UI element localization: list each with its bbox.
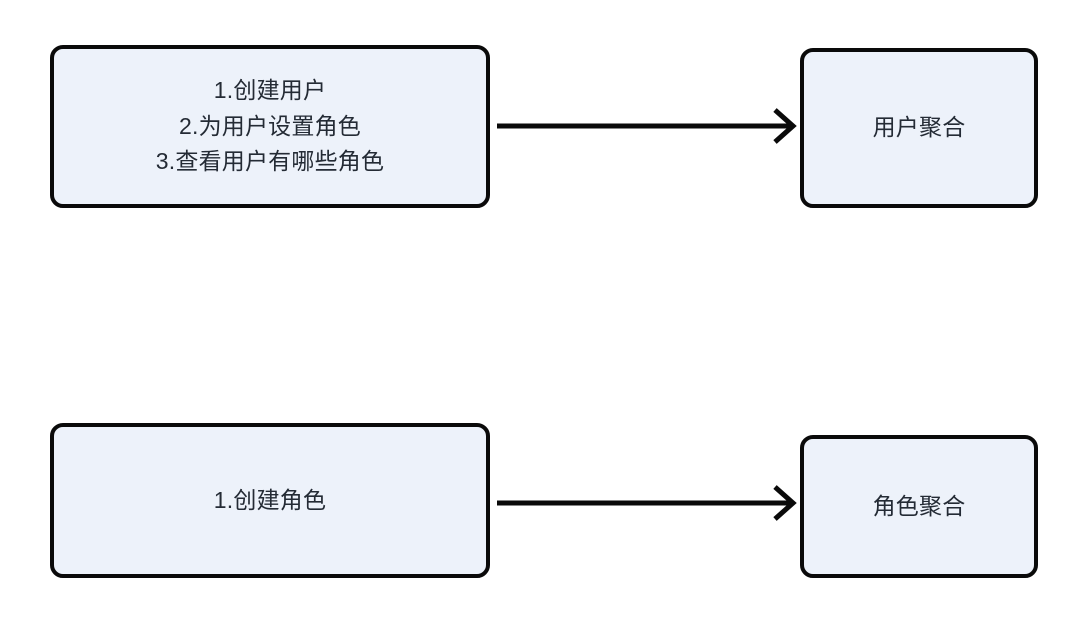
arrowhead-right-icon xyxy=(773,108,797,144)
node-user-tasks-label: 1.创建用户 2.为用户设置角色 3.查看用户有哪些角色 xyxy=(155,77,385,175)
arrowhead-right-icon xyxy=(773,485,797,521)
node-user-aggregate-label: 用户聚合 xyxy=(872,114,966,141)
node-role-tasks-label: 1.创建角色 xyxy=(213,486,327,513)
node-user-aggregate[interactable]: 用户聚合 xyxy=(800,48,1038,208)
node-role-aggregate[interactable]: 角色聚合 xyxy=(800,435,1038,578)
edge-role-tasks-to-role-aggregate xyxy=(497,485,797,521)
node-role-aggregate-label: 角色聚合 xyxy=(872,492,966,519)
node-role-tasks[interactable]: 1.创建角色 xyxy=(50,423,490,578)
node-user-tasks[interactable]: 1.创建用户 2.为用户设置角色 3.查看用户有哪些角色 xyxy=(50,45,490,208)
edge-user-tasks-to-user-aggregate xyxy=(497,108,797,144)
